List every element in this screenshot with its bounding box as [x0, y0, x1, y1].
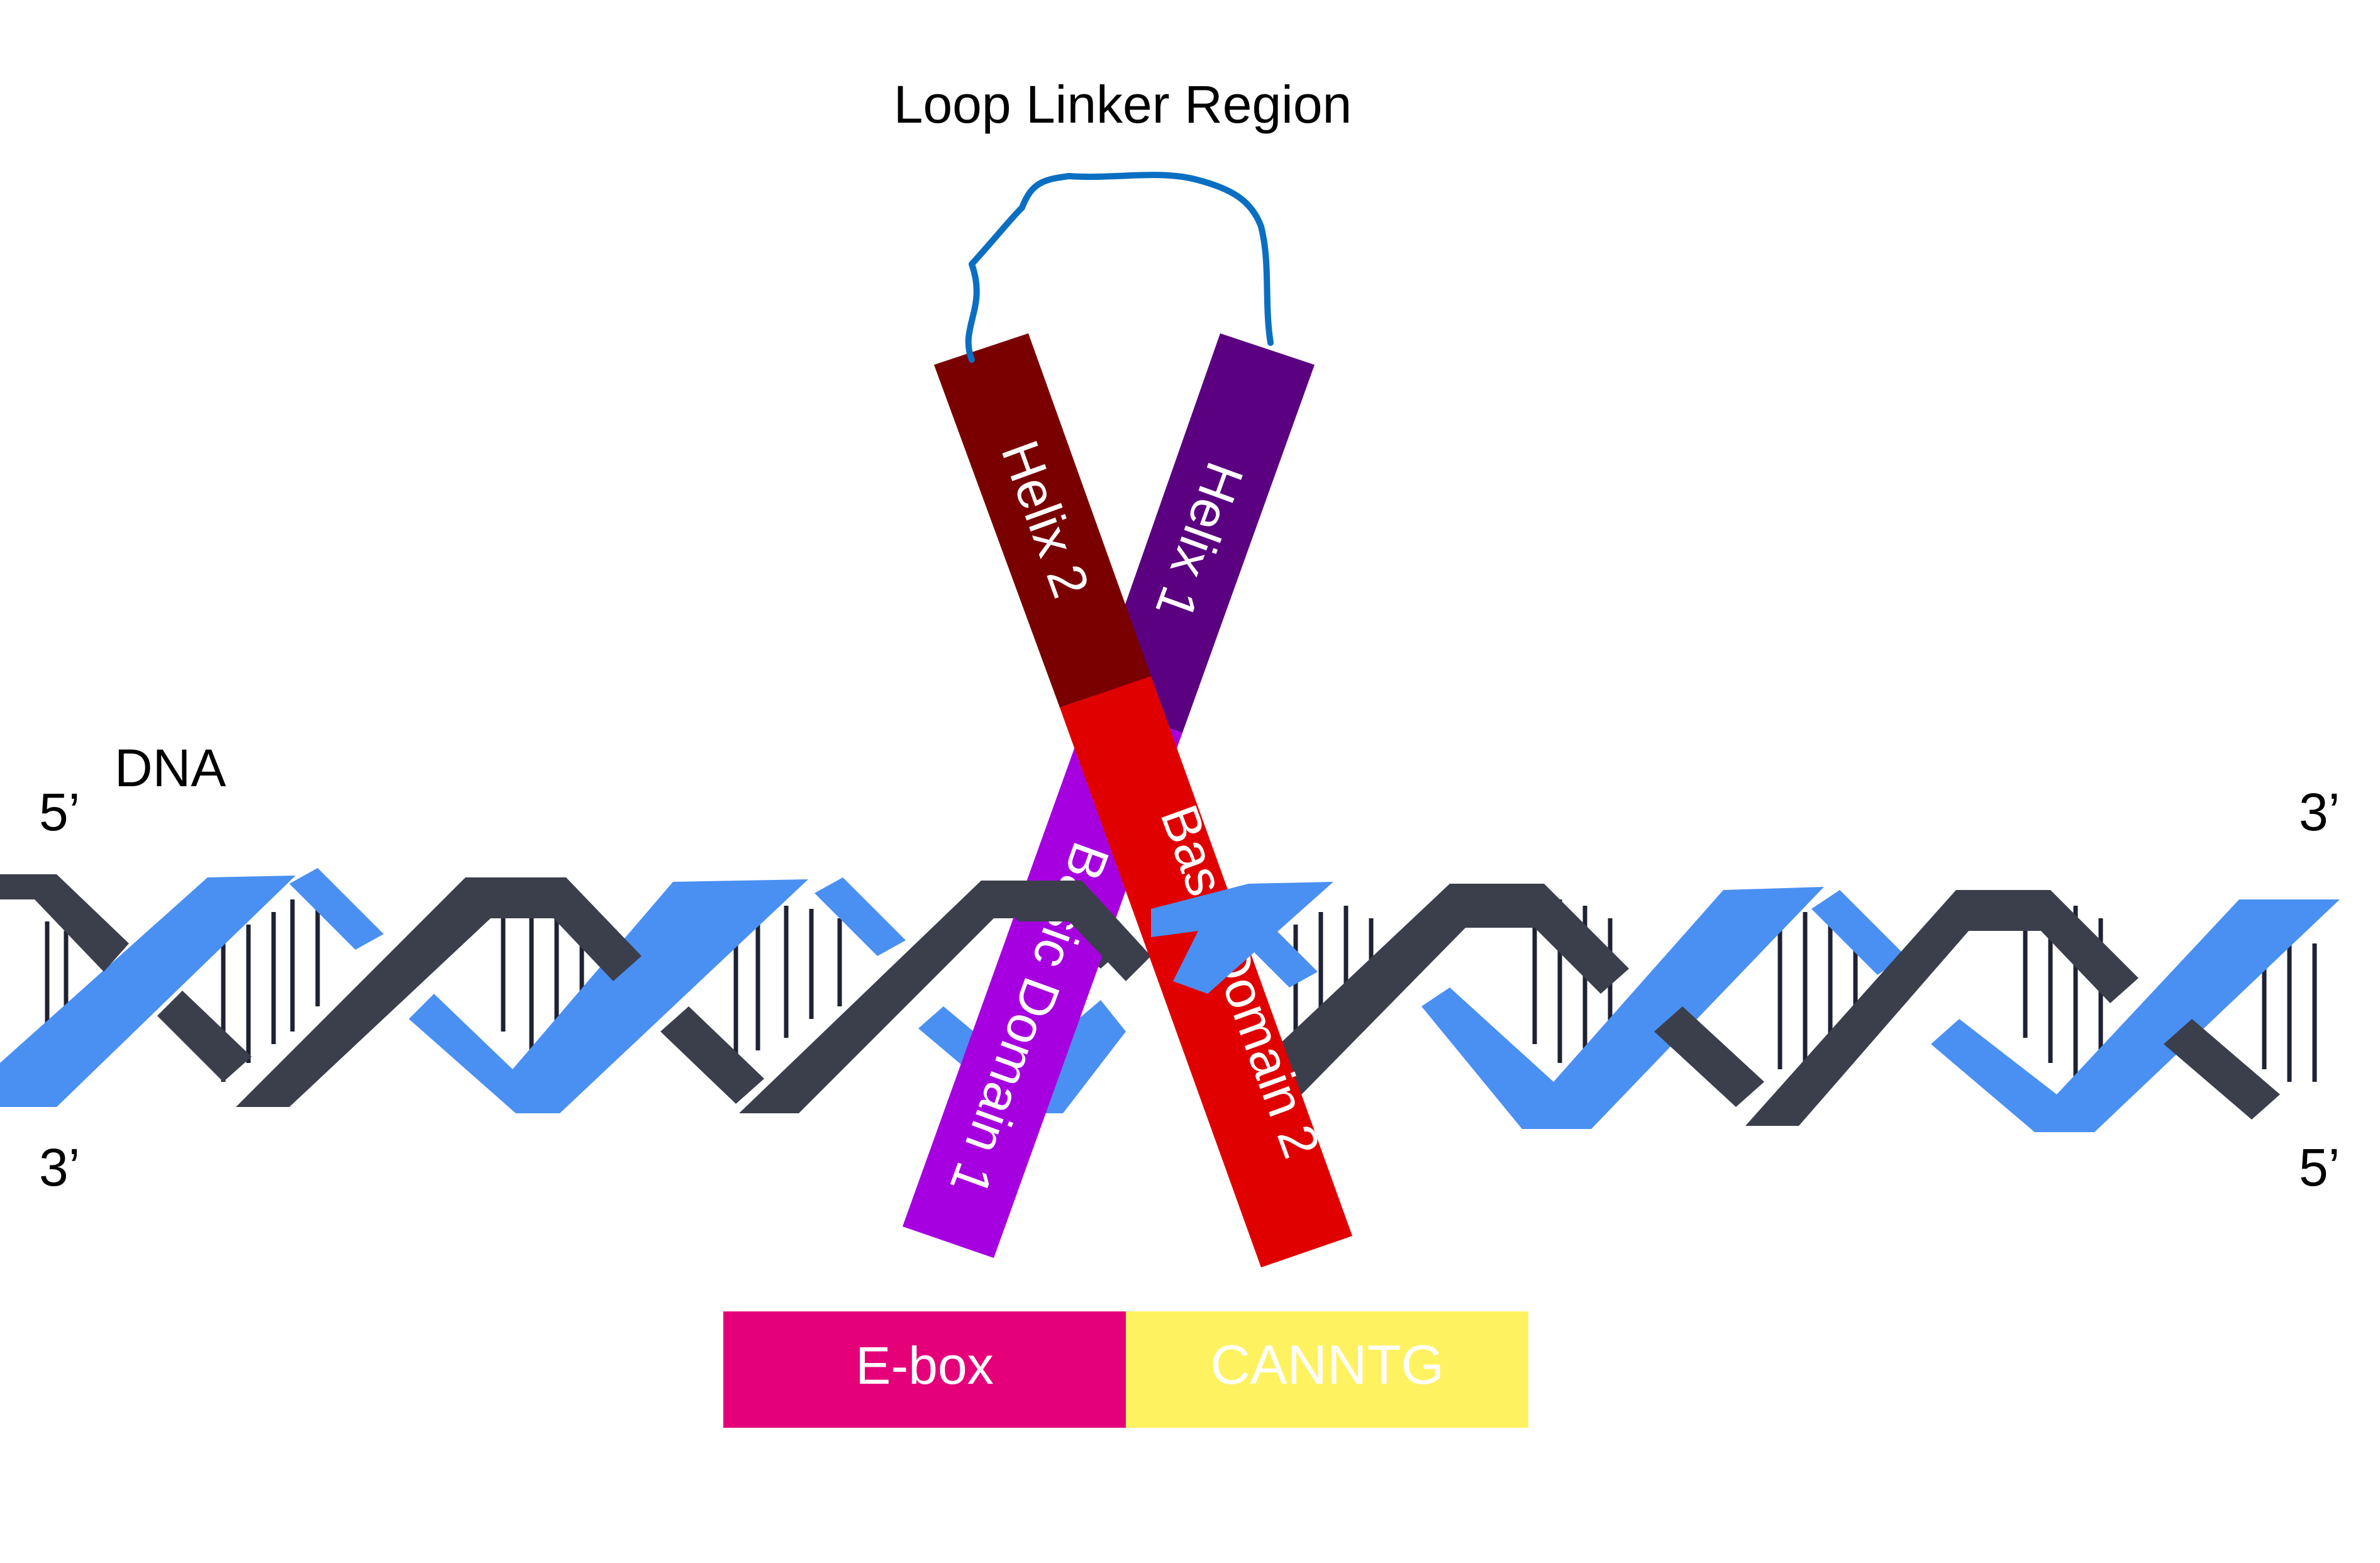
dna-label: DNA — [114, 738, 226, 798]
sequence-block — [1126, 1311, 1528, 1428]
left-top-end-label: 5’ — [39, 782, 80, 842]
loop-linker-title: Loop Linker Region — [894, 75, 1352, 134]
left-bottom-end-label: 3’ — [39, 1138, 80, 1197]
dna-strand-dark — [0, 874, 2280, 1126]
ebox-label: E-box — [855, 1336, 993, 1395]
right-bottom-end-label: 5’ — [2299, 1138, 2340, 1197]
ebox-block — [723, 1311, 1126, 1428]
loop-linker-line — [965, 172, 1274, 363]
dna-strand-blue-over-protein — [1151, 882, 1333, 994]
helix-1-bar — [1091, 333, 1315, 733]
ebox-legend: E-box CANNTG — [723, 1311, 1528, 1428]
dna-strand-dark-over-protein — [981, 881, 1151, 981]
sequence-label: CANNTG — [1210, 1333, 1444, 1396]
right-top-end-label: 3’ — [2299, 782, 2340, 842]
helix-2-bar — [934, 333, 1151, 708]
